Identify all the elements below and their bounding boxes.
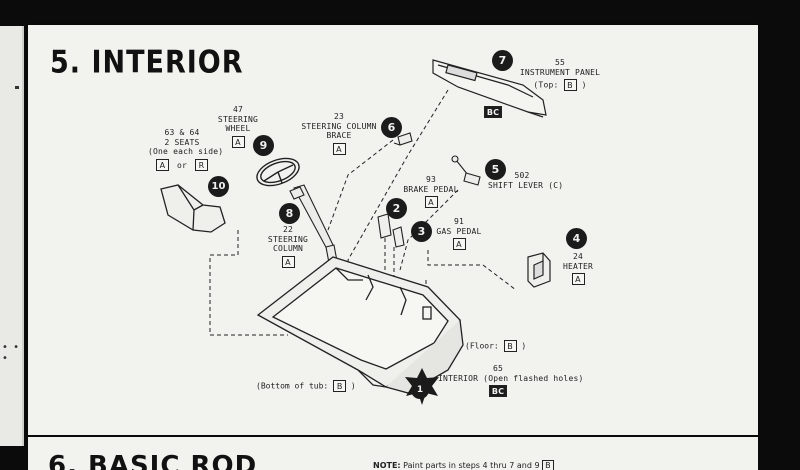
- column-brace-part: [393, 132, 413, 146]
- column-brace-box: A: [332, 142, 346, 155]
- brake-pedal-number: 93: [425, 175, 437, 184]
- instrument-panel-number: 55: [554, 58, 566, 67]
- seats-or: or: [176, 160, 188, 170]
- seat-part: [160, 184, 226, 233]
- column-brace-number: 23: [333, 112, 345, 121]
- seats-box-r: R: [195, 158, 209, 171]
- instrument-panel-top-box: B: [563, 79, 577, 91]
- step-3-badge: 3: [411, 221, 432, 242]
- bottom-of-tub-note: (Bottom of tub: B ): [256, 380, 356, 392]
- steering-wheel-label: 47 STEERING WHEEL A: [213, 105, 263, 148]
- shift-lever-name: SHIFT LEVER (C): [488, 180, 564, 190]
- assembly-diagram: [160, 59, 551, 405]
- step-4-badge: 4: [566, 228, 587, 249]
- interior-name: INTERIOR (Open flashed holes): [438, 373, 584, 383]
- seat-guide-line: [209, 230, 288, 336]
- steering-column-name-1: STEERING: [267, 234, 309, 244]
- step-6-badge: 6: [381, 117, 402, 138]
- floor-box: B: [503, 340, 517, 352]
- steering-wheel-number: 47: [232, 105, 244, 114]
- seats-name: 2 SEATS: [164, 137, 200, 147]
- seats-box-a: A: [155, 158, 169, 171]
- next-section-title: 6. BASIC ROD: [48, 451, 258, 470]
- step-8-badge: 8: [279, 203, 300, 224]
- column-brace-label: 23 STEERING COLUMN BRACE A: [296, 112, 382, 155]
- interior-tub-part: [256, 256, 464, 394]
- steering-wheel-name-1: STEERING: [217, 114, 259, 124]
- interior-number: 65: [492, 364, 504, 373]
- brace-guide-line: [327, 139, 394, 231]
- column-brace-name-1: STEERING COLUMN: [301, 121, 377, 131]
- gas-pedal-name: GAS PEDAL: [436, 226, 482, 236]
- gas-pedal-number: 91: [453, 217, 465, 226]
- steering-column-part: [289, 184, 338, 264]
- instrument-panel-part: [432, 59, 547, 118]
- seats-label: 63 & 64 2 SEATS (One each side) A or R: [148, 128, 224, 171]
- seats-each-side: (One each side): [148, 147, 224, 156]
- interior-label: 65 INTERIOR (Open flashed holes) BC: [438, 364, 584, 397]
- heater-box: A: [571, 273, 585, 285]
- shift-lever-number: 502: [514, 171, 530, 180]
- shift-lever-label: 502 SHIFT LEVER (C): [488, 171, 564, 190]
- shift-lever-part: [451, 155, 481, 186]
- heater-guide-line: [427, 250, 517, 291]
- steering-wheel-name-2: WHEEL: [225, 124, 251, 133]
- heater-label: 24 HEATER A: [560, 252, 596, 285]
- seats-paint-options: A or R: [148, 157, 216, 171]
- steering-wheel-box: A: [231, 135, 245, 148]
- next-section-page: 6. BASIC ROD NOTE: Paint parts in steps …: [28, 437, 758, 470]
- brake-pedal-name: BRAKE PEDAL: [403, 184, 459, 194]
- previous-page-edge: • • •: [0, 26, 24, 446]
- gas-pedal-label: 91 GAS PEDAL A: [429, 217, 489, 250]
- section-title: 5. INTERIOR: [50, 45, 244, 81]
- paint-note-box: B: [542, 460, 554, 470]
- step-1-badge: 1: [411, 381, 429, 399]
- step-9-badge: 9: [253, 135, 274, 156]
- step-7-badge: 7: [492, 50, 513, 71]
- step-10-badge: 10: [208, 176, 229, 197]
- step-5-badge: 5: [485, 159, 506, 180]
- steering-column-name-2: COLUMN: [272, 244, 304, 253]
- instrument-panel-paint-box: BC: [484, 104, 502, 118]
- brake-pedal-part: [377, 213, 392, 239]
- paint-note: NOTE: Paint parts in steps 4 thru 7 and …: [373, 460, 554, 470]
- interior-box: BC: [489, 385, 507, 397]
- step-2-badge: 2: [386, 198, 407, 219]
- gas-pedal-box: A: [452, 238, 466, 250]
- steering-column-number: 22: [282, 225, 294, 234]
- heater-part: [527, 252, 551, 288]
- instrument-panel-name: INSTRUMENT PANEL: [519, 67, 601, 77]
- column-brace-name-2: BRACE: [326, 131, 352, 140]
- brake-pedal-label: 93 BRAKE PEDAL A: [396, 175, 466, 208]
- page-edge-mark: [15, 86, 19, 89]
- gas-pedal-part: [392, 226, 405, 248]
- brake-pedal-box: A: [424, 196, 438, 208]
- instrument-panel-label: 55 INSTRUMENT PANEL (Top: B ): [515, 58, 605, 91]
- steering-column-box: A: [281, 255, 295, 268]
- page-edge-dots: • • •: [2, 342, 20, 364]
- shift-guide-line: [399, 189, 459, 271]
- steering-wheel-part: [256, 157, 300, 187]
- instruction-page: 5. INTERIOR: [28, 25, 758, 435]
- steering-column-label: 22 STEERING COLUMN A: [262, 225, 314, 268]
- heater-number: 24: [572, 252, 584, 261]
- instrument-panel-box: BC: [484, 106, 502, 118]
- heater-name: HEATER: [562, 261, 594, 271]
- bottom-of-tub-box: B: [333, 380, 347, 392]
- instrument-panel-top-note: (Top: B ): [533, 79, 587, 91]
- floor-note: (Floor: B ): [465, 340, 527, 352]
- seats-number: 63 & 64: [164, 128, 200, 137]
